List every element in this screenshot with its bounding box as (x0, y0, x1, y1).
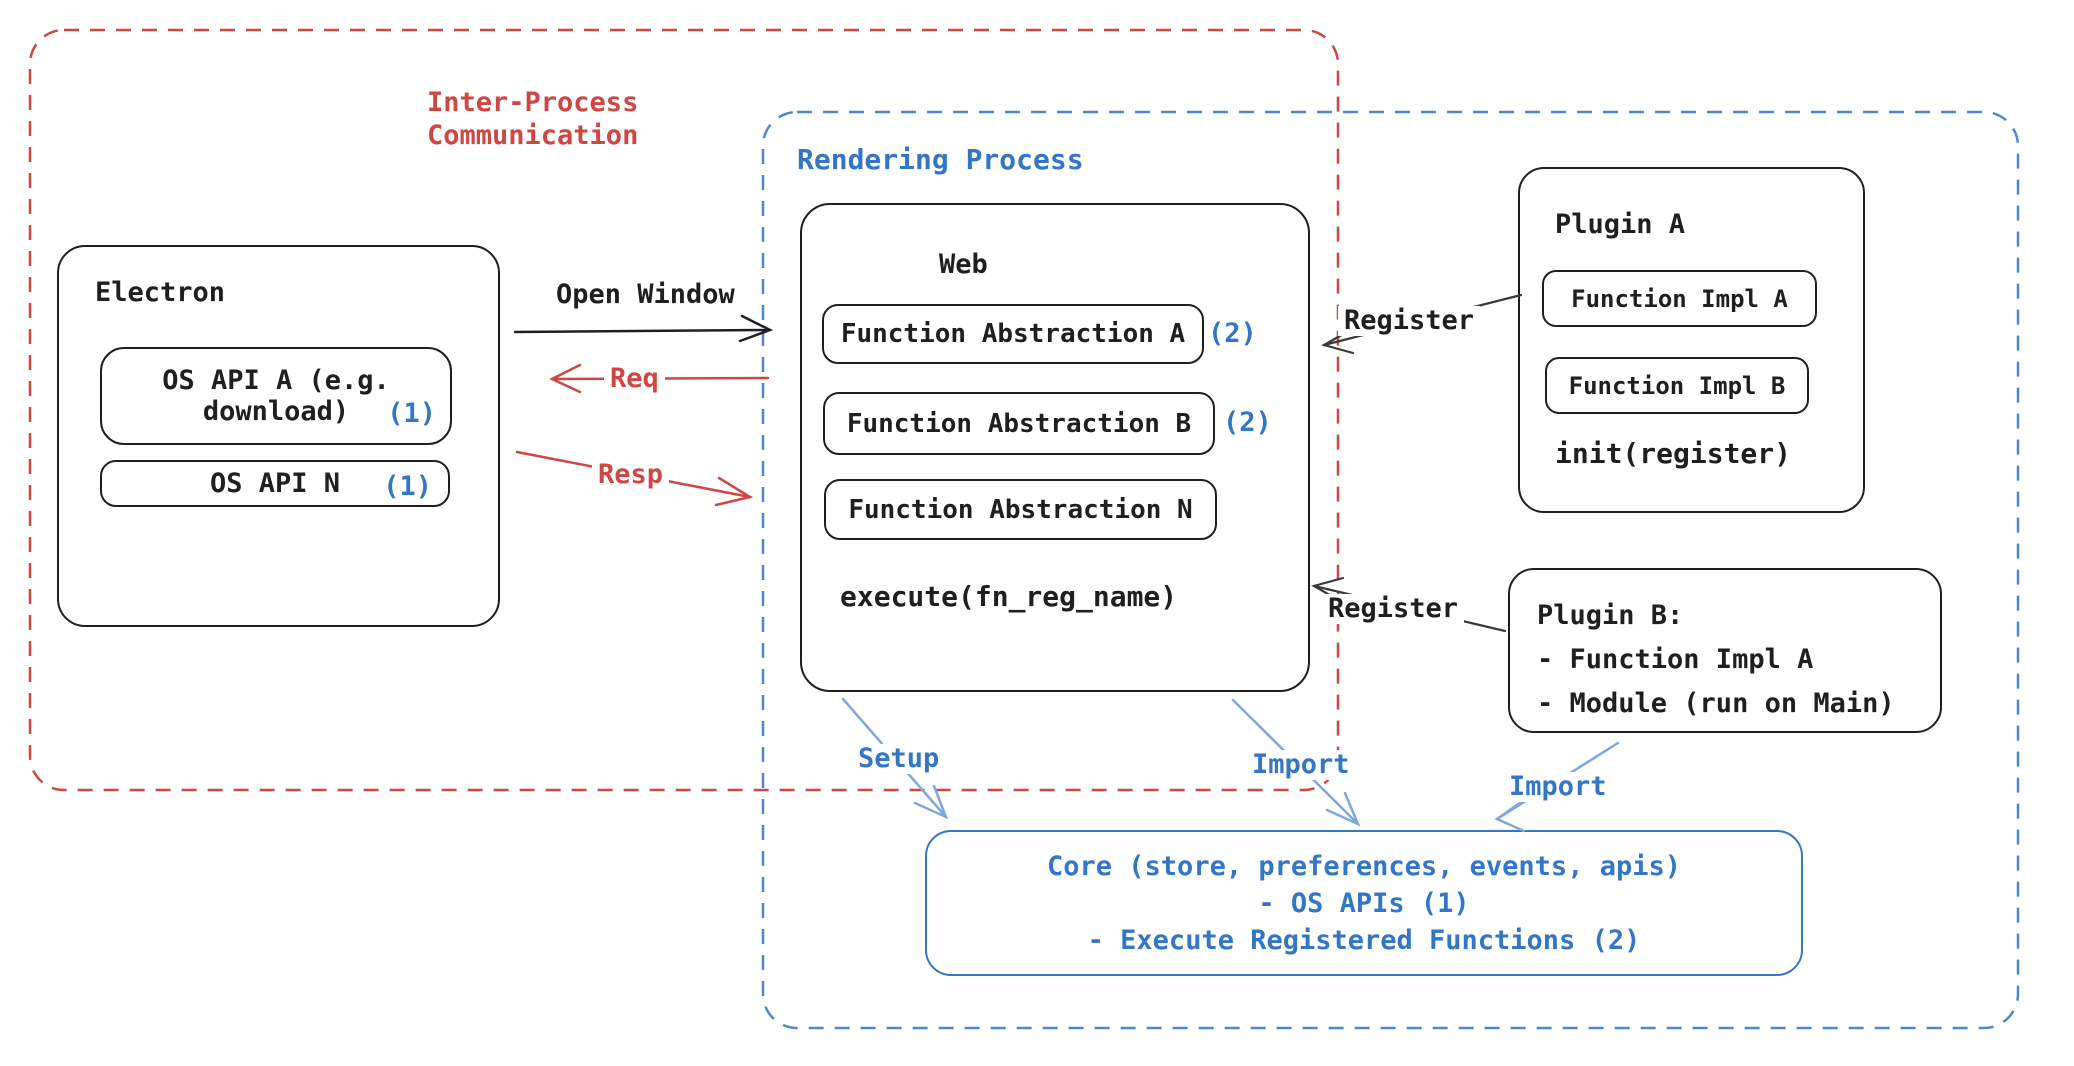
register-bottom-label: Register (1322, 594, 1465, 624)
open-window-label: Open Window (550, 280, 741, 310)
electron-box: Electron OS API A (e.g. download) (1) OS… (57, 245, 500, 627)
function-abstraction-b-badge: (2) (1223, 407, 1272, 438)
ipc-label-line2: Communication (427, 120, 639, 151)
rendering-process-label: Rendering Process (797, 143, 1084, 176)
plugin-b-title: Plugin B: (1537, 600, 1684, 631)
req-label: Req (604, 364, 665, 394)
function-abstraction-a-label: Function Abstraction A (840, 319, 1186, 349)
core-line3: - Execute Registered Functions (2) (1087, 924, 1641, 956)
function-impl-a-label: Function Impl A (1571, 284, 1788, 313)
function-abstraction-n-label: Function Abstraction N (848, 494, 1193, 525)
function-abstraction-b-box: Function Abstraction B (823, 392, 1215, 455)
open-window-arrow (513, 314, 774, 343)
os-api-a-line1: OS API A (e.g. (162, 365, 390, 396)
function-abstraction-a-badge: (2) (1208, 318, 1257, 349)
function-impl-a-box: Function Impl A (1542, 270, 1817, 327)
import-right-label: Import (1503, 772, 1613, 802)
ipc-label-line1: Inter-Process (427, 87, 639, 118)
function-impl-b-label: Function Impl B (1568, 371, 1786, 400)
function-abstraction-n-box: Function Abstraction N (824, 479, 1217, 540)
os-api-a-badge: (1) (387, 398, 436, 429)
plugin-a-title: Plugin A (1555, 209, 1686, 240)
plugin-b-line2: - Module (run on Main) (1537, 688, 1895, 719)
plugin-a-box: Plugin A Function Impl A Function Impl B… (1518, 167, 1865, 513)
plugin-a-init-label: init(register) (1555, 437, 1792, 470)
core-line1: Core (store, preferences, events, apis) (1047, 850, 1681, 882)
core-box: Core (store, preferences, events, apis) … (925, 830, 1803, 976)
core-line2: - OS APIs (1) (1258, 887, 1470, 919)
plugin-b-box: Plugin B: - Function Impl A - Module (ru… (1508, 568, 1942, 733)
ipc-label: Inter-Process Communication (427, 86, 638, 152)
os-api-n-label: OS API N (209, 468, 341, 499)
function-abstraction-a-box: Function Abstraction A (822, 304, 1204, 364)
plugin-b-line1: - Function Impl A (1537, 644, 1814, 675)
os-api-a-line2: download) (202, 396, 350, 427)
resp-label: Resp (592, 460, 670, 490)
os-api-n-box: OS API N (1) (100, 460, 450, 507)
execute-call-label: execute(fn_reg_name) (840, 580, 1178, 613)
electron-title: Electron (95, 277, 226, 308)
function-abstraction-b-label: Function Abstraction B (846, 408, 1192, 439)
web-box: Web Function Abstraction A (2) Function … (800, 203, 1310, 692)
import-mid-label: Import (1246, 750, 1356, 780)
setup-label: Setup (852, 744, 946, 774)
register-top-label: Register (1338, 306, 1481, 336)
function-impl-b-box: Function Impl B (1545, 357, 1809, 414)
os-api-n-badge: (1) (383, 471, 432, 502)
web-title: Web (939, 249, 988, 280)
os-api-a-box: OS API A (e.g. download) (1) (100, 347, 452, 445)
